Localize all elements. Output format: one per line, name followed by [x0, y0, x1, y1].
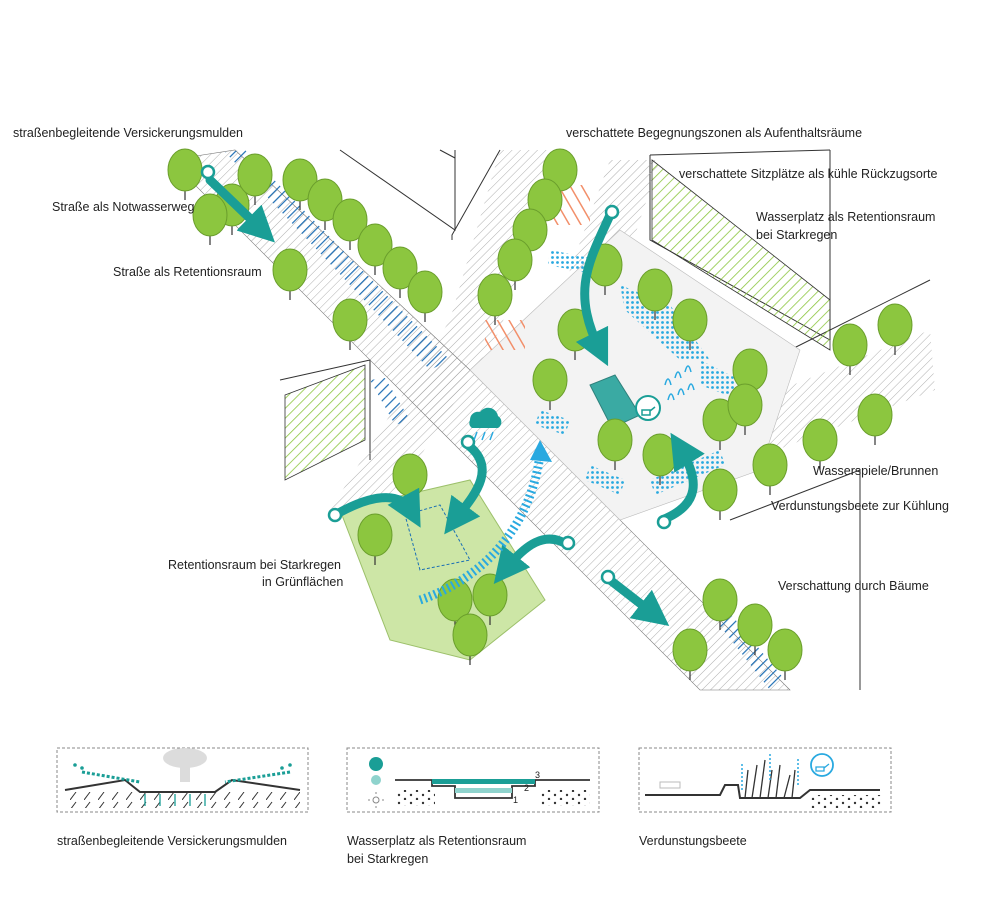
label-retention-gruen-1: Retentionsraum bei Starkregen: [168, 558, 342, 572]
label-retention-gruen-2: in Grünflächen: [262, 575, 344, 589]
caption-panel2-line2: bei Starkregen: [347, 852, 429, 866]
tree: [237, 153, 273, 205]
label-wasserplatz-2: bei Starkregen: [756, 228, 838, 242]
step-3: 3: [535, 770, 541, 780]
tree: [767, 628, 803, 680]
rain-cloud-icon: [469, 407, 502, 441]
label-sitzplaetze: verschattete Sitzplätze als kühle Rückzu…: [679, 167, 938, 181]
panel-swale: [56, 747, 309, 813]
tree: [597, 418, 633, 470]
tree: [272, 248, 308, 300]
tree: [452, 613, 488, 665]
caption-panel1: straßenbegleitende Versickerungsmulden: [57, 834, 287, 848]
tree: [857, 393, 893, 445]
step-2: 2: [524, 783, 530, 793]
green-wall-right: [651, 159, 831, 351]
sun-icon: [368, 792, 384, 808]
tree: [357, 513, 393, 565]
water-flow-arrows: [205, 175, 705, 627]
caption-panel3: Verdunstungsbeete: [639, 834, 747, 848]
caption-panel2-line1: Wasserplatz als Retentionsraum: [347, 834, 527, 848]
tree: [382, 246, 418, 298]
evaporation-arrowhead: [530, 440, 552, 462]
tree: [332, 198, 368, 250]
tree: [307, 178, 343, 230]
green-wall-left: [284, 364, 366, 481]
step-1: 1: [513, 795, 519, 805]
tree: [832, 323, 868, 375]
grass-retention-area: [339, 479, 546, 661]
tree: [472, 573, 508, 625]
tree: [192, 193, 228, 245]
evaporation-arc: [418, 454, 545, 605]
label-wasserspiele: Wasserspiele/Brunnen: [813, 464, 939, 478]
panel-evaporation-bed: [638, 747, 892, 813]
label-retentionsraum-strasse: Straße als Retentionsraum: [113, 265, 262, 279]
tree: [332, 298, 368, 350]
tree: [877, 303, 913, 355]
label-verdunstungsbeete: Verdunstungsbeete zur Kühlung: [771, 499, 949, 513]
tree: [637, 268, 673, 320]
label-begegnungszonen: verschattete Begegnungszonen als Aufenth…: [566, 126, 863, 140]
watering-can-icon: [635, 395, 661, 421]
tree: [702, 578, 738, 630]
tree: [477, 273, 513, 325]
label-notwasserweg: Straße als Notwasserweg: [52, 200, 195, 214]
tree: [802, 418, 838, 470]
tree: [357, 223, 393, 275]
tree: [407, 270, 443, 322]
tree: [532, 358, 568, 410]
tree: [752, 443, 788, 495]
flow-arrow-origins: [200, 164, 672, 585]
tree: [727, 383, 763, 435]
label-strassenbegleitende: straßenbegleitende Versickerungsmulden: [13, 126, 243, 140]
tree: [672, 628, 708, 680]
trees: [167, 148, 913, 680]
tree: [497, 238, 533, 290]
tree: [702, 468, 738, 520]
tree: [167, 148, 203, 200]
label-wasserplatz-1: Wasserplatz als Retentionsraum: [756, 210, 936, 224]
fountain-icon: [664, 365, 695, 401]
tree: [282, 158, 318, 210]
label-verschattung: Verschattung durch Bäume: [778, 579, 929, 593]
tree: [737, 603, 773, 655]
panel-water-square: [346, 747, 600, 813]
tree: [672, 298, 708, 350]
